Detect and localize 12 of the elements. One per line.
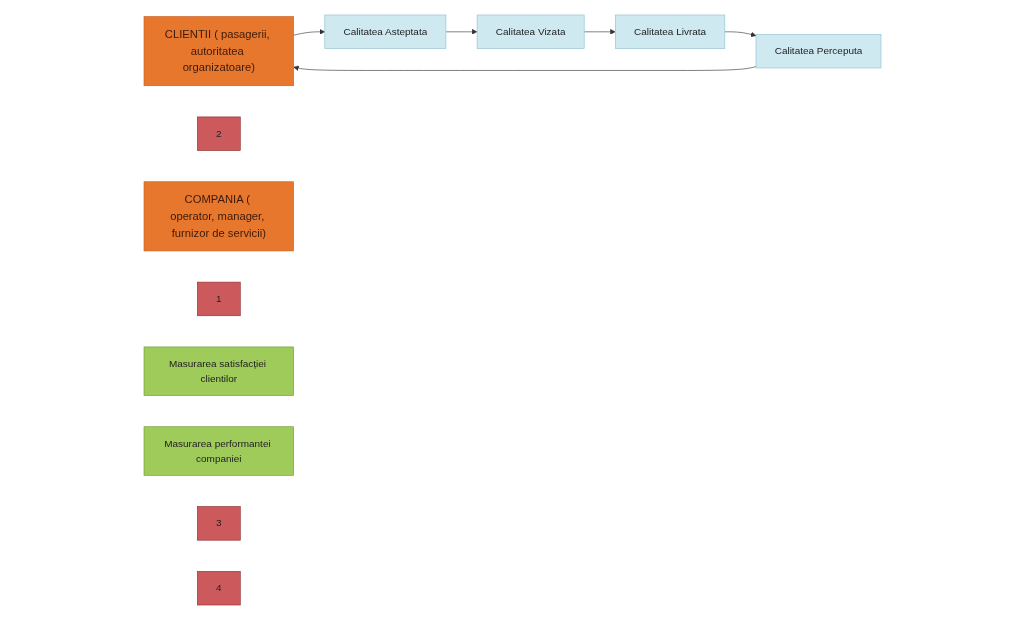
node-box: Masurarea performantei companiei: [143, 425, 294, 476]
node-box: COMPANIA ( operator, manager, furnizor de servicii): [143, 180, 294, 251]
node-box: CLIENTII ( pasagerii, autoritatea organizatoare): [143, 15, 294, 86]
node-box: Calitatea Asteptata: [324, 14, 447, 49]
node-box: 3: [197, 505, 241, 540]
node-box: Calitatea Perceputa: [755, 33, 882, 68]
node-box: 2: [197, 116, 241, 151]
node-box: Masurarea satisfacției clientilor: [143, 346, 294, 396]
node-box: Calitatea Vizata: [476, 14, 585, 49]
node-box: Calitatea Livrata: [615, 14, 726, 49]
node-box: 1: [197, 281, 241, 316]
node-box: 4: [197, 570, 241, 605]
